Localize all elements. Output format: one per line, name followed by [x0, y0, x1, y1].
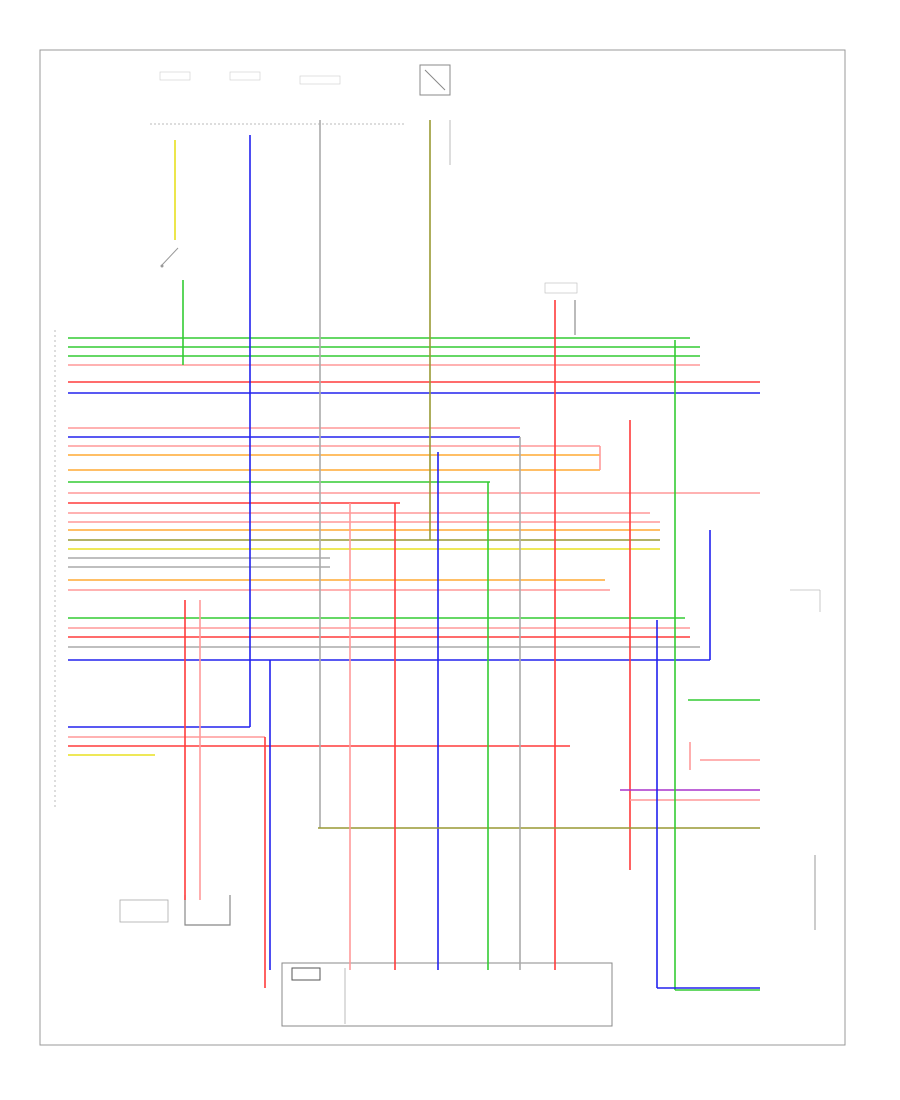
fuse-block-top	[150, 71, 405, 125]
ignition-switch	[160, 247, 179, 268]
cruise-switch	[419, 64, 451, 165]
wires	[68, 120, 760, 991]
diagram-frame	[39, 49, 846, 1046]
transmission-solenoid	[281, 962, 613, 1027]
right-connector-block	[790, 589, 821, 612]
vehicle-speed-sensor	[184, 895, 231, 926]
stall-actuator	[119, 899, 169, 923]
cruise-connector	[544, 282, 578, 294]
